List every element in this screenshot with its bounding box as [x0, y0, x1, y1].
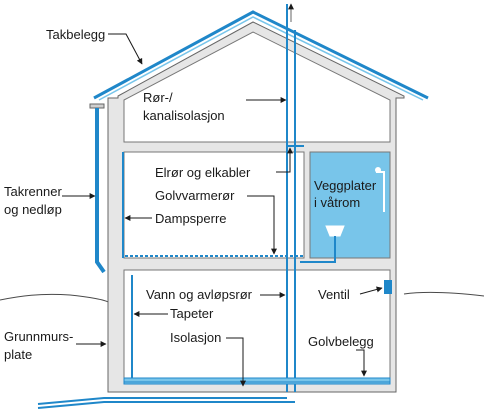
pointer-golvvarme	[247, 195, 277, 255]
pointer-takbelegg	[108, 33, 143, 65]
drain-pipe-outlet-2	[37, 401, 295, 409]
label-ror-kanal-2: kanalisolasjon	[143, 108, 225, 123]
label-isolasjon: Isolasjon	[170, 330, 221, 345]
pointer-golvbelegg	[356, 349, 367, 377]
drain-pipe-outlet	[37, 397, 287, 405]
label-ror-kanal-1: Rør-/	[143, 90, 173, 105]
ground-line-left	[0, 293, 109, 303]
label-tapeter: Tapeter	[170, 306, 214, 321]
ground-line-right	[403, 291, 484, 297]
sink-drain-pipe	[300, 236, 336, 263]
label-veggplater-2: i våtrom	[314, 195, 360, 210]
label-takrenner-2: og nedløp	[4, 202, 62, 217]
ground-floor-room	[123, 269, 391, 381]
label-ventil: Ventil	[318, 287, 350, 302]
floor-covering	[123, 377, 391, 385]
label-grunnmur-1: Grunnmurs-	[4, 329, 73, 344]
label-takrenner-1: Takrenner	[4, 184, 62, 199]
label-veggplater-1: Veggplater	[314, 178, 377, 193]
label-takbelegg: Takbelegg	[46, 27, 105, 42]
label-vann: Vann og avløpsrør	[146, 287, 253, 302]
pointer-ventil	[359, 286, 383, 295]
label-elror: Elrør og elkabler	[155, 165, 251, 180]
pointer-isolasjon	[226, 337, 246, 387]
shower-head	[375, 167, 381, 173]
downpipe	[95, 108, 106, 274]
roof-covering	[93, 10, 429, 100]
label-dampsperre: Dampsperre	[155, 211, 227, 226]
label-golvbelegg: Golvbelegg	[308, 334, 374, 349]
valve	[384, 280, 392, 294]
label-grunnmur-2: plate	[4, 347, 32, 362]
gutter	[89, 103, 105, 109]
roof-covering-inner	[98, 16, 424, 101]
pointer-elror	[276, 147, 293, 173]
attic-space	[123, 31, 391, 143]
sink	[325, 225, 345, 237]
label-golvvarme: Golvvarmerør	[155, 188, 235, 203]
